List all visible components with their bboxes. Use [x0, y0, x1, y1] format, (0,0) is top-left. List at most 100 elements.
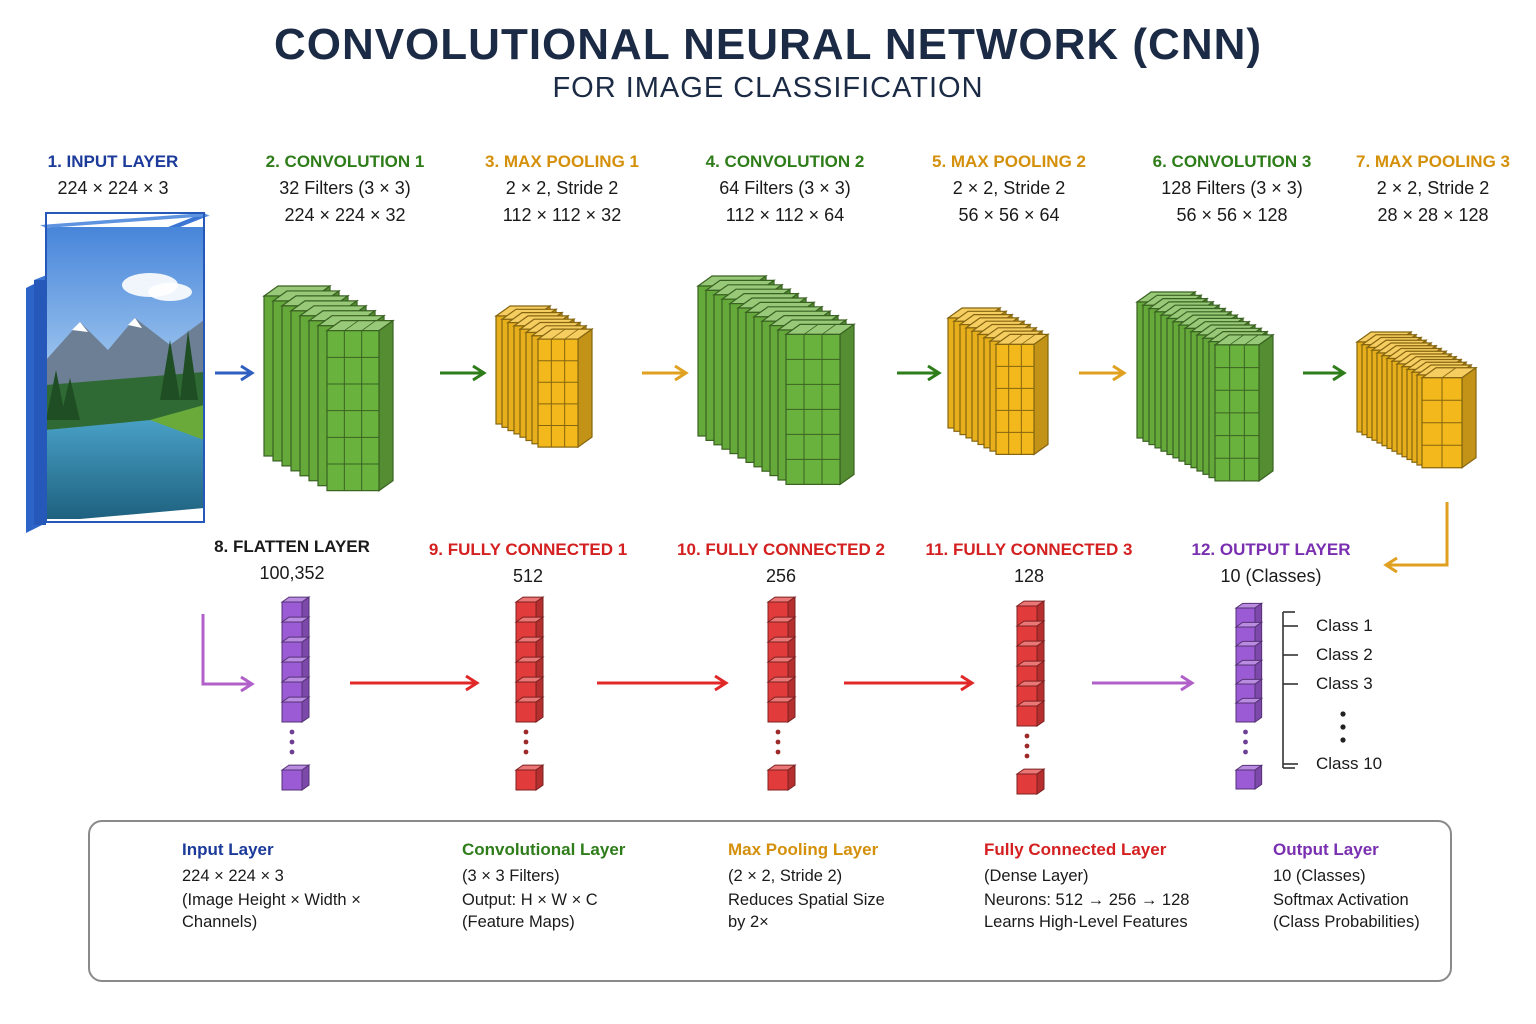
- fc3-column: [1015, 600, 1046, 795]
- legend-item-conv: Convolutional Layer (3 × 3 Filters) Outp…: [462, 840, 625, 932]
- legend-title: Max Pooling Layer: [728, 840, 879, 859]
- layer-params: 2 × 2, Stride 2: [952, 178, 1066, 198]
- arrow-into-flatten: [201, 614, 255, 693]
- legend-item-fc: Fully Connected Layer (Dense Layer) Neur…: [984, 840, 1189, 932]
- neuron-ellipsis-dot: [775, 729, 781, 735]
- neuron-ellipsis-dot: [1024, 753, 1030, 759]
- legend-line: by 2×: [728, 913, 769, 931]
- arrow-fc3-output: [1092, 674, 1195, 692]
- neuron-ellipsis-dot: [1024, 733, 1030, 739]
- layer-title: 9. FULLY CONNECTED 1: [428, 540, 628, 559]
- layer-params: 2 × 2, Stride 2: [505, 178, 619, 198]
- layer-label-conv3: 6. CONVOLUTION 3 128 Filters (3 × 3) 56 …: [1112, 152, 1352, 226]
- neuron-ellipsis-dot: [1024, 743, 1030, 749]
- neuron-cube-last: [280, 764, 311, 791]
- arrow-fc2-fc3: [844, 674, 975, 692]
- legend-line: 10 (Classes): [1273, 867, 1366, 885]
- class-bracket: [1282, 611, 1298, 769]
- layer-title: 2. CONVOLUTION 1: [265, 152, 425, 171]
- neuron-columns: [280, 596, 1264, 795]
- legend-title: Convolutional Layer: [462, 840, 626, 859]
- class-label: Class 3: [1316, 674, 1373, 693]
- layer-label-flatten: 8. FLATTEN LAYER 100,352: [172, 537, 412, 584]
- arrow-pool2-conv3: [1079, 364, 1127, 382]
- layer-label-input: 1. INPUT LAYER 224 × 224 × 3: [0, 152, 233, 199]
- legend-line: Output: H × W × C: [462, 891, 598, 909]
- legend-title: Output Layer: [1273, 840, 1379, 859]
- neuron-ellipsis-dot: [289, 739, 295, 745]
- layer-filters: 32 Filters (3 × 3): [279, 178, 411, 198]
- legend-line: (Dense Layer): [984, 867, 1089, 885]
- layer-title: 3. MAX POOLING 1: [485, 152, 639, 171]
- neuron-ellipsis-dot: [289, 729, 295, 735]
- arrow-conv1-pool1: [440, 364, 487, 382]
- class-label: Class 2: [1316, 645, 1373, 664]
- arrow-input-conv1: [215, 364, 255, 382]
- arrow-pool3-output: [1383, 502, 1449, 574]
- layer-size: 128: [1013, 566, 1045, 586]
- layer-title: 1. INPUT LAYER: [47, 152, 179, 171]
- class-label: Class 10: [1316, 754, 1383, 773]
- layer-dims: 112 × 112 × 64: [725, 205, 845, 225]
- legend-line: 224 × 224 × 3: [182, 867, 284, 885]
- layer-label-pool3: 7. MAX POOLING 3 2 × 2, Stride 2 28 × 28…: [1313, 152, 1536, 226]
- legend-line: (Image Height × Width ×: [182, 891, 361, 909]
- neuron-ellipsis-dot: [775, 739, 781, 745]
- arrow-pool1-conv2: [642, 364, 689, 382]
- neuron-cube-last: [514, 764, 545, 791]
- neuron-cube: [514, 696, 545, 723]
- neuron-ellipsis-dot: [1243, 749, 1248, 755]
- legend-item-pool: Max Pooling Layer (2 × 2, Stride 2) Redu…: [728, 840, 885, 932]
- conv2-volume: [696, 274, 856, 486]
- layer-title: 7. MAX POOLING 3: [1356, 152, 1510, 171]
- neuron-cube: [514, 636, 545, 663]
- pool2-volume: [946, 306, 1050, 456]
- neuron-cube: [280, 696, 311, 723]
- layer-filters: 64 Filters (3 × 3): [719, 178, 851, 198]
- neuron-ellipsis-dot: [1243, 729, 1248, 735]
- layer-dims: 112 × 112 × 32: [502, 205, 622, 225]
- legend: Input Layer 224 × 224 × 3 (Image Height …: [88, 820, 1452, 982]
- output-column: [1234, 602, 1264, 790]
- fc1-column: [514, 596, 545, 791]
- fc2-column: [766, 596, 797, 791]
- layer-title: 12. OUTPUT LAYER: [1191, 540, 1351, 559]
- neuron-ellipsis-dot: [1243, 739, 1248, 745]
- neuron-cube: [1234, 678, 1264, 704]
- neuron-cube: [1234, 640, 1264, 666]
- neuron-ellipsis-dot: [523, 739, 529, 745]
- neuron-cube: [766, 656, 797, 683]
- legend-line: Channels): [182, 913, 258, 931]
- neuron-cube-last: [1015, 768, 1046, 795]
- pool3-volume: [1355, 330, 1478, 469]
- layer-title: 4. CONVOLUTION 2: [705, 152, 865, 171]
- layer-size: 256: [765, 566, 797, 586]
- layer-label-fc1: 9. FULLY CONNECTED 1 512: [408, 540, 648, 587]
- layer-params: 2 × 2, Stride 2: [1376, 178, 1490, 198]
- legend-item-input: Input Layer 224 × 224 × 3 (Image Height …: [182, 840, 361, 932]
- neuron-cube-last: [1234, 764, 1264, 790]
- arrow-flatten-fc1: [350, 674, 480, 692]
- diagram-title: CONVOLUTIONAL NEURAL NETWORK (CNN): [273, 20, 1263, 69]
- legend-line: Reduces Spatial Size: [728, 891, 885, 909]
- class-label: Class 1: [1316, 616, 1373, 635]
- layer-size: 512: [512, 566, 544, 586]
- legend-line: (2 × 2, Stride 2): [728, 867, 843, 885]
- layer-label-pool1: 3. MAX POOLING 1 2 × 2, Stride 2 112 × 1…: [442, 152, 682, 226]
- conv1-volume: [262, 284, 395, 492]
- legend-title: Input Layer: [182, 840, 274, 859]
- layer-label-pool2: 5. MAX POOLING 2 2 × 2, Stride 2 56 × 56…: [889, 152, 1129, 226]
- layer-title: 5. MAX POOLING 2: [932, 152, 1086, 171]
- flatten-column: [280, 596, 311, 791]
- layer-title: 8. FLATTEN LAYER: [214, 537, 370, 556]
- legend-line: Learns High-Level Features: [984, 913, 1188, 931]
- input-image-stack: [26, 212, 210, 533]
- layer-dims: 28 × 28 × 128: [1377, 205, 1489, 225]
- conv3-volume: [1135, 290, 1275, 483]
- arrow-conv3-pool3: [1303, 364, 1347, 382]
- neuron-ellipsis-dot: [523, 729, 529, 735]
- neuron-cube: [1015, 660, 1046, 687]
- layer-dims: 56 × 56 × 64: [958, 205, 1060, 225]
- pool1-volume: [494, 304, 594, 449]
- neuron-cube: [280, 636, 311, 663]
